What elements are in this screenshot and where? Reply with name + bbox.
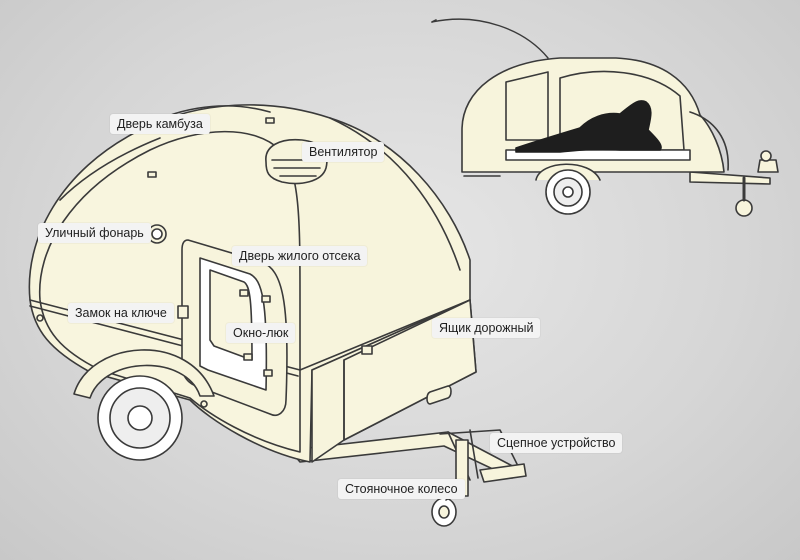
label-cabin-door: Дверь жилого отсека [232, 246, 368, 266]
label-hatch-window: Окно-люк [226, 323, 296, 343]
label-key-lock: Замок на ключе [68, 303, 174, 323]
fender [73, 349, 215, 399]
hatch-window [209, 269, 253, 361]
reclining-person-silhouette [515, 100, 662, 153]
cutaway-trailer [431, 18, 779, 217]
open-hatch-arc [431, 18, 549, 59]
label-galley-door: Дверь камбуза [110, 114, 210, 134]
cutaway-jockey-wheel [735, 199, 753, 217]
label-jockey-wheel: Стояночное колесо [338, 479, 465, 499]
label-hitch: Сцепное устройство [490, 433, 623, 453]
label-road-box: Ящик дорожный [432, 318, 541, 338]
key-lock [177, 305, 189, 319]
label-vent: Вентилятор [302, 142, 385, 162]
label-street-lamp: Уличный фонарь [38, 223, 151, 243]
